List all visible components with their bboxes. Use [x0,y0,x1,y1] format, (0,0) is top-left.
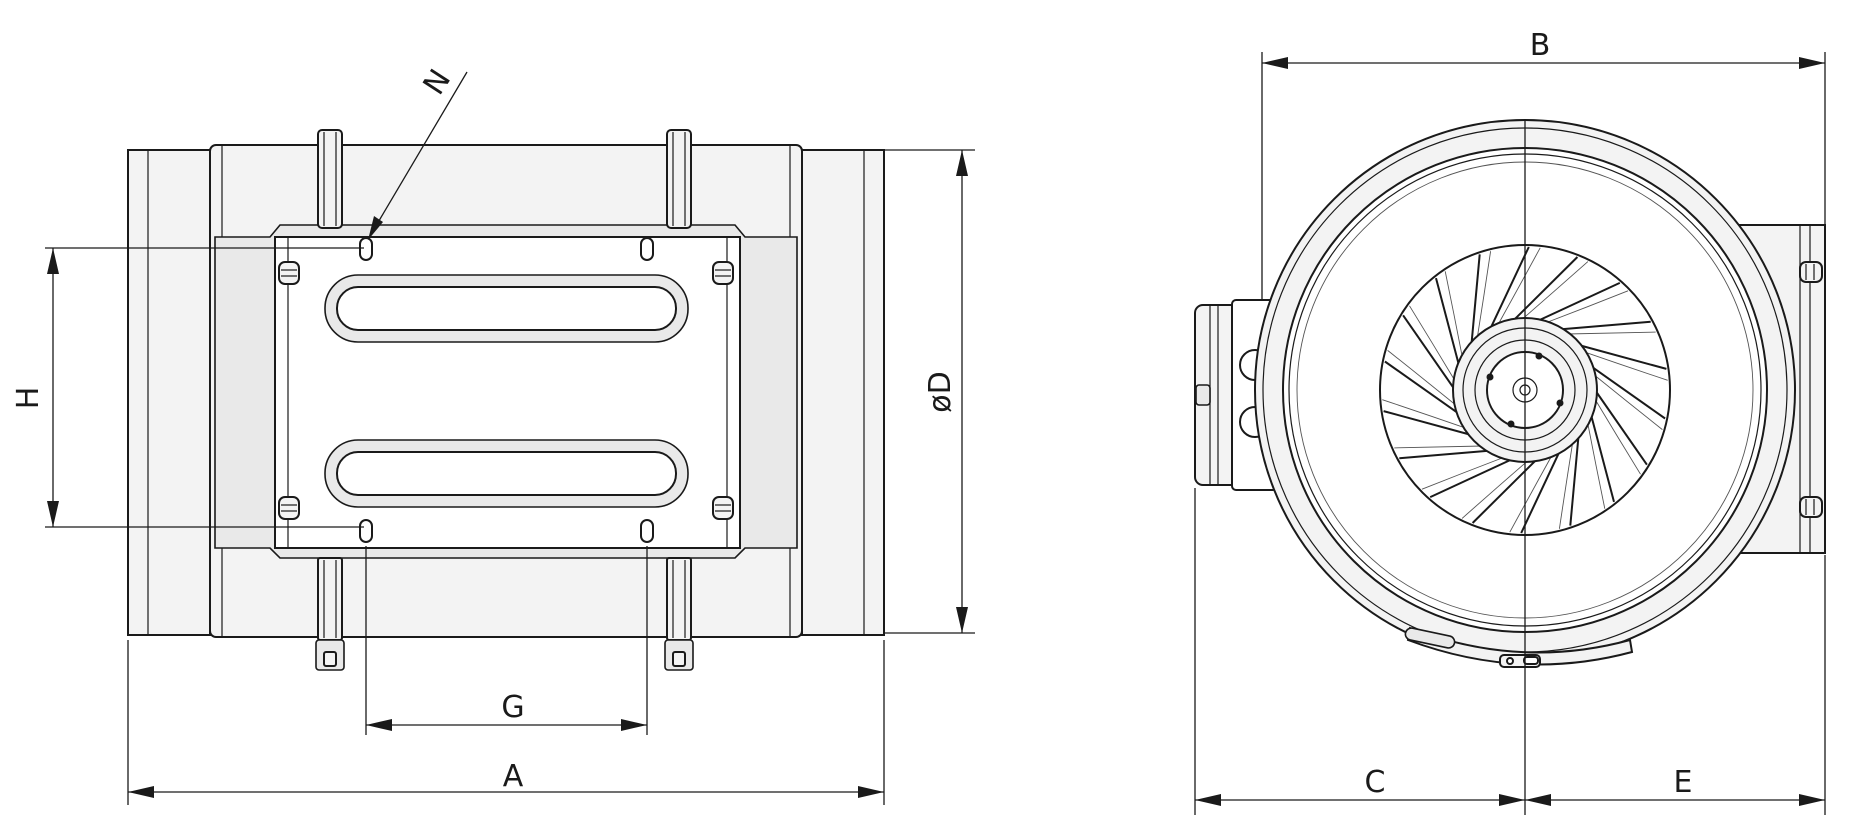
impeller-blade [1384,360,1460,415]
front-view: B C E [1194,28,1826,815]
impeller-blade [1383,410,1472,436]
dimension-b-label: B [1530,28,1551,63]
impeller-blade [1590,365,1666,420]
dimension-h-label: H [11,387,46,410]
impeller-blade [1578,344,1667,370]
impeller-blade [1594,389,1648,466]
clamp-band-left [315,129,345,671]
side-view: A G H øD [11,63,975,805]
hole-bottom-right [640,519,654,543]
impeller-blade [1536,281,1621,323]
dimension-g: G [365,546,648,735]
screw-icon [278,496,300,520]
impeller-blade-edge [1394,445,1484,449]
impeller-blade-edge [1461,459,1530,519]
impeller-blade-edge [1545,290,1629,324]
clamp-band-right [664,129,694,671]
impeller-blade [1399,449,1491,460]
impeller-blade-edge [1444,271,1464,359]
hub-bolt [1556,399,1564,407]
dimension-b: B [1261,28,1826,300]
dimension-e-label: E [1674,765,1693,800]
dimension-c-label: C [1365,765,1386,800]
dimension-h: H [11,247,364,528]
hole-top-left [359,237,373,261]
impeller-blade [1435,277,1461,367]
impeller-blade-edge [1583,351,1668,381]
impeller-blade [1569,434,1580,526]
impeller-blade-edge [1476,251,1492,339]
impeller-blade [1559,320,1651,331]
right-spigot [801,149,885,636]
screw-icon [1799,496,1823,518]
impeller-blade-edge [1421,456,1505,490]
hole-bottom-left [359,519,373,543]
leader-n-label: N [417,63,459,101]
impeller-blade-edge [1594,398,1641,475]
impeller-blade [1512,256,1579,322]
screw-icon [712,261,734,285]
impeller-blade [1470,254,1481,346]
impeller-blade-edge [1382,399,1467,429]
dimension-c: C [1194,120,1526,815]
dimension-a-label: A [503,759,524,794]
impeller-blade-edge [1409,305,1456,382]
hub-bolt [1486,373,1494,381]
hub-bolt [1507,420,1515,428]
impeller-blade-edge [1592,373,1663,430]
impeller-blade-edge [1566,331,1656,335]
dimension-d-label: øD [923,371,958,412]
impeller-blade-edge [1558,441,1574,529]
dimension-g-label: G [501,690,524,725]
screw-icon [278,261,300,285]
hole-top-right [640,237,654,261]
hub-bolt [1535,352,1543,360]
dimension-e: E [1525,555,1826,815]
clamp-latch [1404,626,1634,668]
dimension-d: øD [884,149,975,634]
left-spigot [127,149,211,636]
screw-icon [712,496,734,520]
impeller-blades [1382,246,1668,534]
impeller-blade-edge [1497,247,1541,326]
impeller-blade [1589,413,1615,503]
impeller-blade [1471,458,1538,524]
impeller-blade-edge [1387,350,1458,407]
dimension-a: A [127,640,885,805]
impeller-blade-edge [1509,454,1553,533]
screw-icon [1799,261,1823,283]
impeller-blade-edge [1586,421,1606,509]
impeller-blade [1429,457,1514,499]
impeller-blade-edge [1520,261,1589,321]
impeller-blade [1402,314,1456,391]
